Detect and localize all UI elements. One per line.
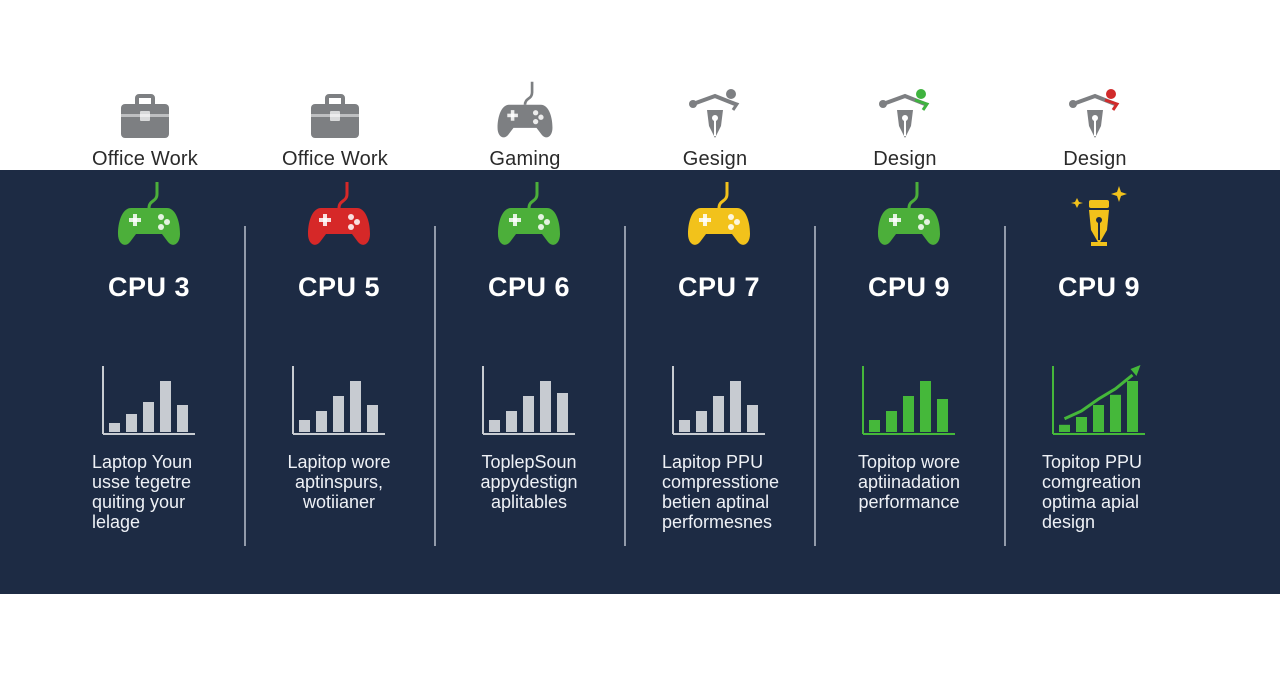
chart-bar: [730, 381, 741, 432]
pen-tool-icon: [1000, 76, 1190, 142]
chart-bar: [333, 396, 344, 432]
chart-bar: [506, 411, 517, 432]
category-3: Gesign: [620, 76, 810, 171]
cpu-label: CPU 7: [677, 272, 761, 302]
cpu-column-3: CPU 7 Lapitop PPU compresstione betien ap…: [624, 170, 814, 594]
chart-bar: [299, 420, 310, 432]
cpu-column-4: CPU 9 Topitop wore aptiinadation performa…: [814, 170, 1004, 594]
chart-bar: [920, 381, 931, 432]
cpu-description: Lapitop wore aptinspurs, wotiianer: [287, 452, 391, 512]
gamepad-icon: [814, 180, 1004, 250]
category-1: Office Work: [240, 76, 430, 171]
chart-bar: [126, 414, 137, 432]
performance-chart: [814, 364, 1004, 436]
chart-bar: [367, 405, 378, 432]
gamepad-icon: [430, 76, 620, 142]
category-label: Design: [873, 148, 937, 170]
gamepad-icon: [54, 180, 244, 250]
cpu-comparison-panel: CPU 3 Laptop Youn usse tegetre quiting yo…: [0, 170, 1280, 594]
chart-bar: [350, 381, 361, 432]
cpu-description: Topitop wore aptiinadation performance: [857, 452, 961, 512]
cpu-column-5: CPU 9 Topitop PPU comgreation optima apia…: [1004, 170, 1194, 594]
gamepad-icon: [434, 180, 624, 250]
cpu-label: CPU 3: [107, 272, 191, 302]
cpu-label: CPU 6: [487, 272, 571, 302]
column-divider: [434, 226, 436, 546]
category-5: Design: [1000, 76, 1190, 171]
column-divider: [624, 226, 626, 546]
cpu-description: Lapitop PPU compresstione betien aptinal…: [662, 452, 780, 532]
category-label: Gaming: [489, 148, 561, 170]
performance-chart: [244, 364, 434, 436]
chart-bar: [316, 411, 327, 432]
cpu-description: ToplepSoun appydestign aplitables: [480, 452, 578, 512]
chart-bar: [557, 393, 568, 432]
briefcase-icon: [240, 76, 430, 142]
chart-bar: [489, 420, 500, 432]
pen-tool-icon: [810, 76, 1000, 142]
chart-bar: [523, 396, 534, 432]
chart-bar: [1059, 424, 1070, 432]
chart-bar: [1110, 394, 1121, 432]
column-divider: [1004, 226, 1006, 546]
pen-tool-icon: [1004, 180, 1194, 250]
chart-bar: [160, 381, 171, 432]
chart-bar: [540, 381, 551, 432]
chart-bar: [747, 405, 758, 432]
chart-bar: [886, 411, 897, 432]
category-2: Gaming: [430, 76, 620, 171]
trend-arrow: [1130, 365, 1141, 376]
chart-bar: [177, 405, 188, 432]
chart-bar: [903, 396, 914, 432]
category-label: Office Work: [282, 148, 388, 170]
column-divider: [244, 226, 246, 546]
cpu-description: Topitop PPU comgreation optima apial des…: [1042, 452, 1143, 532]
cpu-column-2: CPU 6 ToplepSoun appydestign aplitables: [434, 170, 624, 594]
category-0: Office Work: [50, 76, 240, 171]
cpu-label: CPU 9: [1057, 272, 1141, 302]
category-header-row: Office Work Office Work Gaming Gesign Design…: [0, 0, 1280, 170]
category-label: Gesign: [682, 148, 748, 170]
chart-bar: [937, 399, 948, 432]
cpu-label: CPU 9: [867, 272, 951, 302]
chart-bar: [696, 411, 707, 432]
chart-bar: [109, 423, 120, 432]
chart-bar: [869, 420, 880, 432]
trend-line: [1063, 373, 1134, 421]
chart-bar: [1076, 417, 1087, 432]
column-divider: [814, 226, 816, 546]
chart-bar: [1127, 381, 1138, 432]
category-label: Design: [1063, 148, 1127, 170]
chart-bar: [1093, 405, 1104, 432]
category-4: Design: [810, 76, 1000, 171]
cpu-label: CPU 5: [297, 272, 381, 302]
cpu-description: Laptop Youn usse tegetre quiting your le…: [92, 452, 193, 532]
gamepad-icon: [244, 180, 434, 250]
performance-chart: [624, 364, 814, 436]
briefcase-icon: [50, 76, 240, 142]
pen-tool-icon: [620, 76, 810, 142]
performance-chart: [1004, 364, 1194, 436]
chart-bar: [679, 420, 690, 432]
cpu-column-0: CPU 3 Laptop Youn usse tegetre quiting yo…: [54, 170, 244, 594]
performance-chart: [434, 364, 624, 436]
cpu-column-1: CPU 5 Lapitop wore aptinspurs, wotiianer: [244, 170, 434, 594]
chart-bar: [143, 402, 154, 432]
category-label: Office Work: [92, 148, 198, 170]
chart-bar: [713, 396, 724, 432]
gamepad-icon: [624, 180, 814, 250]
performance-chart: [54, 364, 244, 436]
